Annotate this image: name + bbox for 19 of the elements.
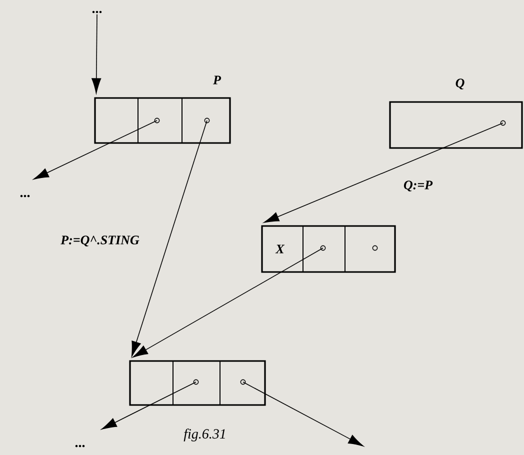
record-box: X	[261, 225, 396, 273]
arrow	[101, 382, 196, 430]
arrow	[131, 120, 208, 357]
record-box	[129, 360, 266, 406]
arrow	[92, 14, 102, 94]
arrow	[132, 248, 324, 358]
arrow	[242, 382, 364, 446]
record-box: Q	[389, 78, 523, 149]
edge-label: P:=Q^.STING	[60, 234, 140, 248]
arrow	[33, 120, 158, 180]
figure-caption: fig.6.31	[182, 428, 228, 442]
record-box: P	[94, 76, 231, 144]
ellipsis: ...	[20, 194, 30, 198]
arrow	[264, 122, 504, 223]
node-label: P	[213, 76, 222, 84]
ellipsis: ...	[75, 444, 85, 448]
ellipsis: ...	[92, 10, 102, 14]
edge-label: Q:=P	[402, 180, 434, 192]
node-label: Q	[456, 78, 464, 90]
